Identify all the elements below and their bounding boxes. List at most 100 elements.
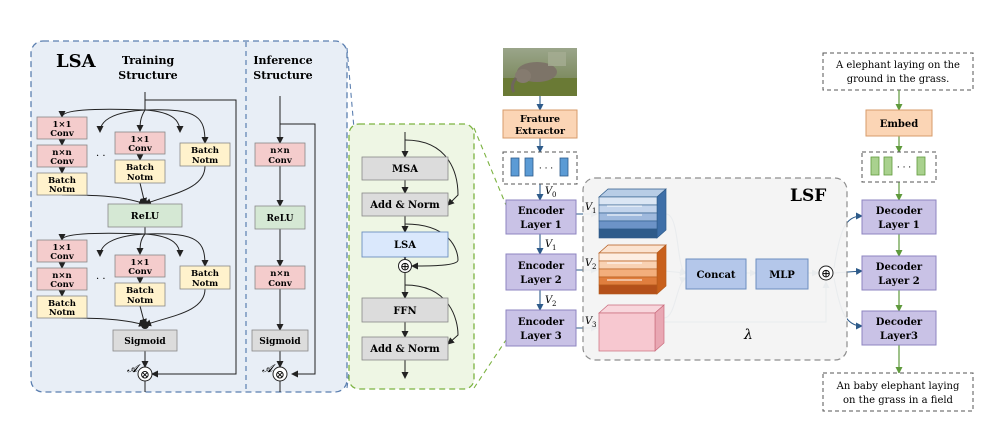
decoder-layer-1: Decoder Layer 1 bbox=[861, 199, 937, 235]
training-conv1-upper-left: 1×1 Conv bbox=[36, 116, 88, 140]
svg-text:MSA: MSA bbox=[392, 164, 418, 175]
v0-sub: 0 bbox=[552, 191, 556, 199]
lsa-title: LSA bbox=[56, 51, 97, 72]
svg-text:Conv: Conv bbox=[50, 129, 75, 139]
msa-block: MSA bbox=[361, 156, 449, 181]
ffn-block: FFN bbox=[361, 297, 449, 323]
svg-text:1×1: 1×1 bbox=[53, 120, 72, 130]
training-batch-upper-right: Batch Notm bbox=[179, 142, 231, 167]
training-dots-lower: · · bbox=[96, 274, 106, 285]
decoder-layer-3: Decoder Layer3 bbox=[861, 310, 937, 346]
svg-text:Notm: Notm bbox=[127, 173, 153, 183]
v1-sub-vertical: 1 bbox=[552, 244, 556, 252]
svg-text:Notm: Notm bbox=[192, 279, 218, 289]
svg-text:Frature: Frature bbox=[520, 114, 560, 125]
lsa-panel-border bbox=[30, 40, 348, 393]
add-norm-block-1: Add & Norm bbox=[361, 192, 449, 217]
svg-text:A elephant laying on the: A elephant laying on the bbox=[835, 60, 960, 71]
svg-text:Conv: Conv bbox=[50, 157, 75, 167]
v2-sub-vertical: 2 bbox=[552, 300, 556, 308]
svg-text:Encoder: Encoder bbox=[518, 317, 565, 328]
merge-dot-2 bbox=[141, 321, 149, 329]
svg-text:Encoder: Encoder bbox=[518, 261, 565, 272]
training-batch-lower-mid: Batch Notm bbox=[114, 282, 166, 307]
inference-title-line2: Structure bbox=[253, 69, 312, 82]
svg-text:1×1: 1×1 bbox=[131, 135, 150, 145]
svg-text:Layer3: Layer3 bbox=[880, 331, 918, 342]
svg-text:Sigmoid: Sigmoid bbox=[259, 337, 301, 347]
svg-text:Conv: Conv bbox=[50, 252, 75, 262]
svg-text:Embed: Embed bbox=[880, 119, 919, 130]
svg-text:Layer 2: Layer 2 bbox=[878, 276, 919, 287]
svg-text:Notm: Notm bbox=[127, 296, 153, 306]
svg-text:Batch: Batch bbox=[191, 146, 219, 156]
svg-text:Conv: Conv bbox=[268, 279, 293, 289]
feature-stack-2 bbox=[598, 244, 667, 295]
mlp-block: MLP bbox=[755, 258, 809, 290]
inference-sigmoid: Sigmoid bbox=[251, 329, 309, 352]
training-relu: ReLU bbox=[107, 203, 183, 228]
v2-label-vertical: V bbox=[545, 295, 554, 306]
training-upper-connectors bbox=[58, 92, 237, 392]
encoder-layer-2: Encoder Layer 2 bbox=[505, 253, 577, 291]
feature-block-3 bbox=[598, 304, 665, 352]
training-conv1-lower-mid: 1×1 Conv bbox=[114, 254, 166, 278]
svg-text:ReLU: ReLU bbox=[267, 214, 294, 224]
text-tokens: · · · bbox=[861, 151, 937, 183]
svg-text:Conv: Conv bbox=[50, 280, 75, 290]
svg-text:Add & Norm: Add & Norm bbox=[369, 344, 440, 355]
inference-a-symbol: 𝓐 bbox=[262, 362, 276, 375]
v0-label: V bbox=[545, 186, 554, 197]
training-multiply-node bbox=[137, 366, 153, 382]
svg-text:Batch: Batch bbox=[48, 176, 76, 186]
embed-block: Embed bbox=[865, 109, 933, 137]
svg-text:Conv: Conv bbox=[128, 144, 153, 154]
inference-multiply-symbol: ⊗ bbox=[275, 368, 285, 382]
svg-text:Conv: Conv bbox=[268, 156, 293, 166]
residual-add-symbol: ⊕ bbox=[400, 260, 410, 274]
svg-text:FFN: FFN bbox=[393, 306, 416, 317]
transformer-block: MSA Add & Norm LSA ⊕ FFN Add & Norm bbox=[348, 123, 475, 390]
training-title-line2: Structure bbox=[118, 69, 177, 82]
v3-sub: 3 bbox=[592, 321, 596, 329]
svg-text:Layer 1: Layer 1 bbox=[878, 220, 919, 231]
svg-text:Decoder: Decoder bbox=[876, 262, 923, 273]
training-batch-upper-left: Batch Notm bbox=[36, 172, 88, 196]
svg-text:ground in the grass.: ground in the grass. bbox=[847, 74, 950, 85]
encoder-layer-1: Encoder Layer 1 bbox=[505, 199, 577, 235]
token-dots: · · · bbox=[539, 164, 553, 174]
svg-text:Decoder: Decoder bbox=[876, 317, 923, 328]
training-title-line1: Training bbox=[122, 54, 175, 67]
concat-block: Concat bbox=[685, 258, 747, 290]
feature-stack-1 bbox=[598, 188, 667, 239]
feature-extractor: Frature Extractor bbox=[502, 109, 578, 139]
encoder-layer-3: Encoder Layer 3 bbox=[505, 309, 577, 347]
add-norm-block-2: Add & Norm bbox=[361, 336, 449, 361]
svg-text:Sigmoid: Sigmoid bbox=[124, 337, 166, 347]
training-batch-lower-left: Batch Notm bbox=[36, 295, 88, 319]
svg-text:Batch: Batch bbox=[126, 286, 154, 296]
v3-label: V bbox=[585, 316, 594, 327]
inference-relu: ReLU bbox=[254, 205, 306, 230]
svg-text:Add & Norm: Add & Norm bbox=[369, 200, 440, 211]
training-convn-upper-left: n×n Conv bbox=[36, 144, 88, 168]
svg-text:Notm: Notm bbox=[49, 185, 75, 195]
svg-text:MLP: MLP bbox=[769, 270, 795, 281]
svg-text:An baby elephant laying: An baby elephant laying bbox=[836, 381, 960, 392]
training-batch-upper-mid: Batch Notm bbox=[114, 159, 166, 184]
lsf-title: LSF bbox=[790, 186, 826, 206]
training-a-symbol: 𝓐 bbox=[127, 362, 141, 375]
inference-convn-2: n×n Conv bbox=[254, 265, 306, 290]
svg-text:LSA: LSA bbox=[394, 240, 416, 251]
zoom-lines-green bbox=[473, 127, 507, 389]
inference-connectors bbox=[276, 96, 316, 392]
visual-tokens: · · · bbox=[502, 151, 578, 185]
svg-text:n×n: n×n bbox=[270, 146, 289, 156]
svg-text:1×1: 1×1 bbox=[131, 258, 150, 268]
svg-text:Batch: Batch bbox=[126, 163, 154, 173]
training-conv1-upper-mid: 1×1 Conv bbox=[114, 131, 166, 155]
svg-text:Layer 2: Layer 2 bbox=[520, 275, 561, 286]
svg-text:Concat: Concat bbox=[696, 270, 735, 281]
lambda-label: λ bbox=[743, 327, 753, 343]
